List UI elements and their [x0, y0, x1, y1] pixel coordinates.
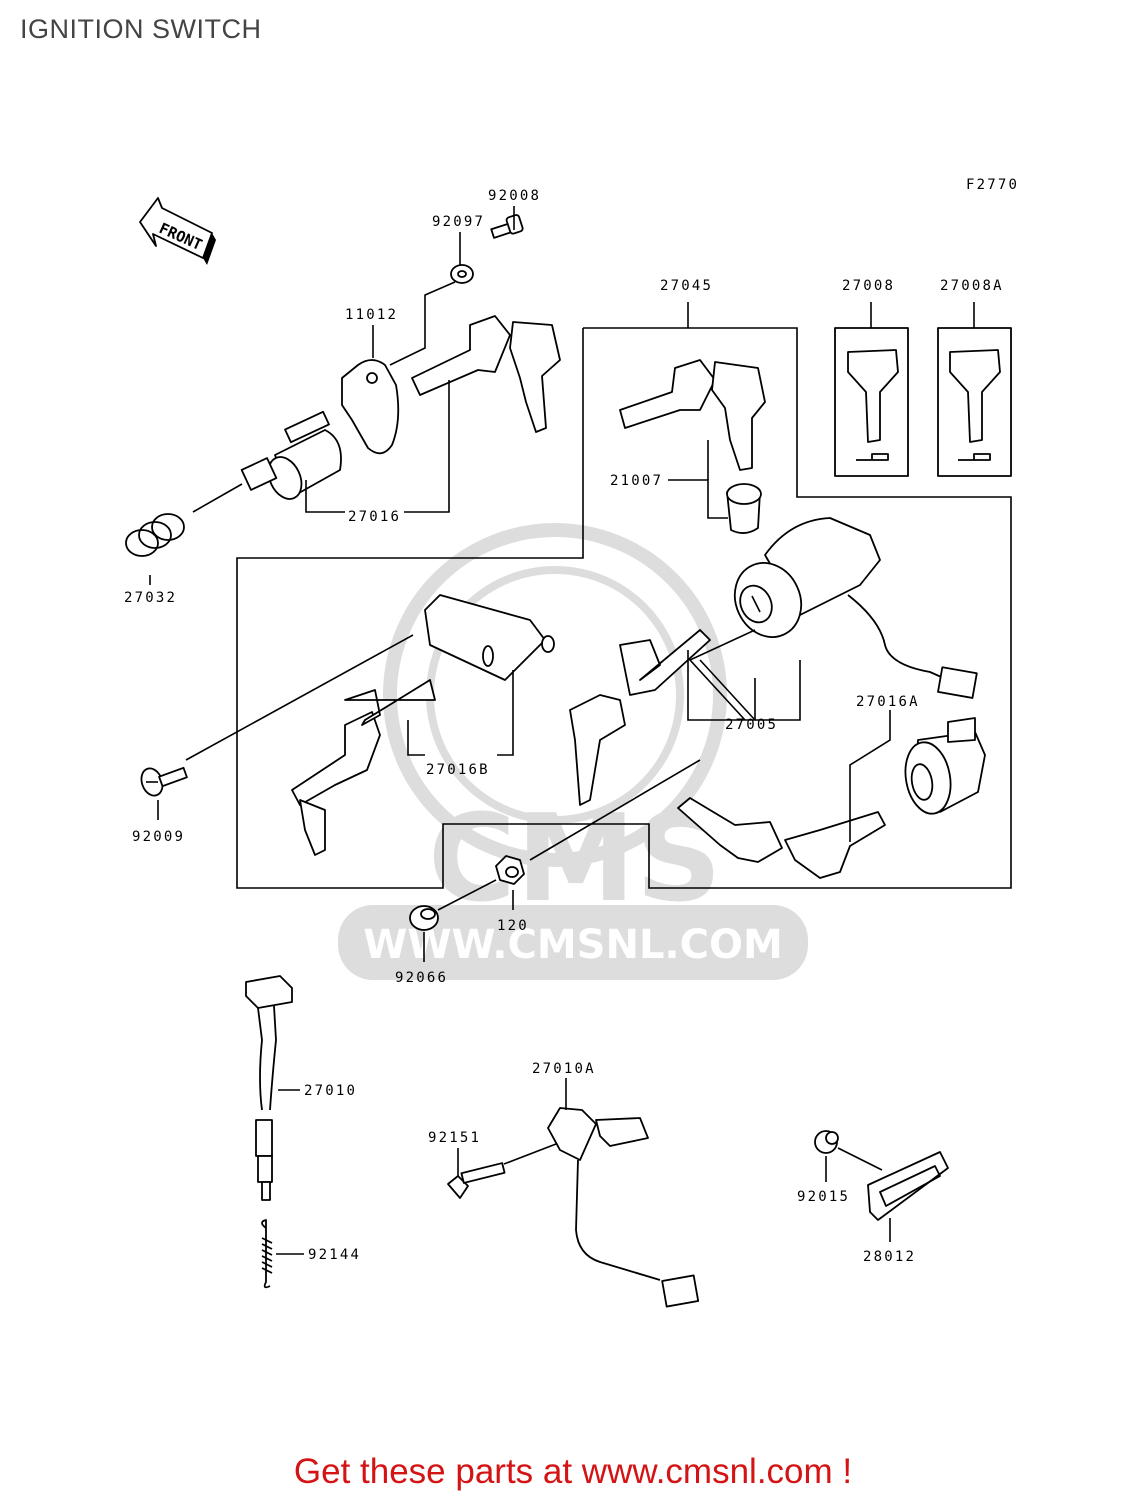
label-27005: 27005	[725, 717, 778, 733]
switch-27010A-icon	[547, 1107, 700, 1308]
washer-92097-icon	[450, 264, 474, 284]
label-27016B: 27016B	[426, 762, 490, 778]
label-27008A: 27008A	[940, 278, 1004, 294]
bolt-92151-icon	[447, 1162, 506, 1199]
label-21007: 21007	[610, 473, 663, 489]
label-92008: 92008	[488, 188, 541, 204]
key-pair-27016B-icon	[291, 679, 436, 856]
lock-27016A-icon	[904, 717, 986, 815]
label-28012: 28012	[863, 1249, 916, 1265]
ignition-switch-27005-icon	[733, 517, 978, 699]
label-92009: 92009	[132, 829, 185, 845]
washer-92066-icon	[409, 905, 439, 931]
label-92151: 92151	[428, 1130, 481, 1146]
switch-27010-icon	[245, 975, 293, 1201]
cover-11012-icon	[341, 359, 400, 455]
spring-92144-icon	[261, 1219, 273, 1289]
diagram-code: F2770	[966, 177, 1019, 193]
label-27016: 27016	[348, 509, 401, 525]
label-92144: 92144	[308, 1247, 361, 1263]
label-92066: 92066	[395, 970, 448, 986]
screw-92009-icon	[140, 766, 188, 797]
key-pair-27016-icon	[411, 315, 561, 433]
label-27010A: 27010A	[532, 1061, 596, 1077]
label-92015: 92015	[797, 1189, 850, 1205]
label-27045: 27045	[660, 278, 713, 294]
spring-27032-icon	[125, 513, 185, 557]
part-labels: 92008 92097 11012 27045 27008 27008A 210…	[124, 188, 1004, 1265]
cap-21007-icon	[726, 483, 762, 534]
page-title: IGNITION SWITCH	[20, 14, 262, 44]
label-27032: 27032	[124, 590, 177, 606]
label-28012-icon	[867, 1151, 949, 1221]
leader-lines	[149, 206, 1012, 1255]
key-tag-27008-icon	[834, 327, 909, 477]
key-pair-27005-icon	[569, 629, 711, 806]
lock-cylinder-27016-icon	[240, 410, 342, 500]
key-tag-27008A-icon	[937, 327, 1012, 477]
label-27008: 27008	[842, 278, 895, 294]
grommet-92015-icon	[814, 1130, 839, 1154]
front-arrow-icon: FRONT	[139, 197, 216, 265]
label-92097: 92097	[432, 214, 485, 230]
key-pair-27016A-icon	[677, 797, 886, 879]
key-pair-27045-icon	[619, 359, 766, 471]
label-27016A: 27016A	[856, 694, 920, 710]
label-120: 120	[497, 918, 529, 934]
label-27010: 27010	[304, 1083, 357, 1099]
nut-120-icon	[495, 855, 525, 885]
watermark-url: WWW.CMSNL.COM	[363, 922, 783, 968]
parts-diagram: CMS WWW.CMSNL.COM F2770 FRONT	[124, 177, 1019, 1308]
footer-link[interactable]: Get these parts at www.cmsnl.com !	[293, 1452, 853, 1491]
label-11012: 11012	[345, 307, 398, 323]
seat-lock-27016B-icon	[424, 594, 555, 681]
svg-text:CMS: CMS	[428, 790, 722, 929]
bolt-92008-icon	[490, 214, 524, 239]
cmsnl-watermark: CMS WWW.CMSNL.COM	[338, 523, 808, 980]
